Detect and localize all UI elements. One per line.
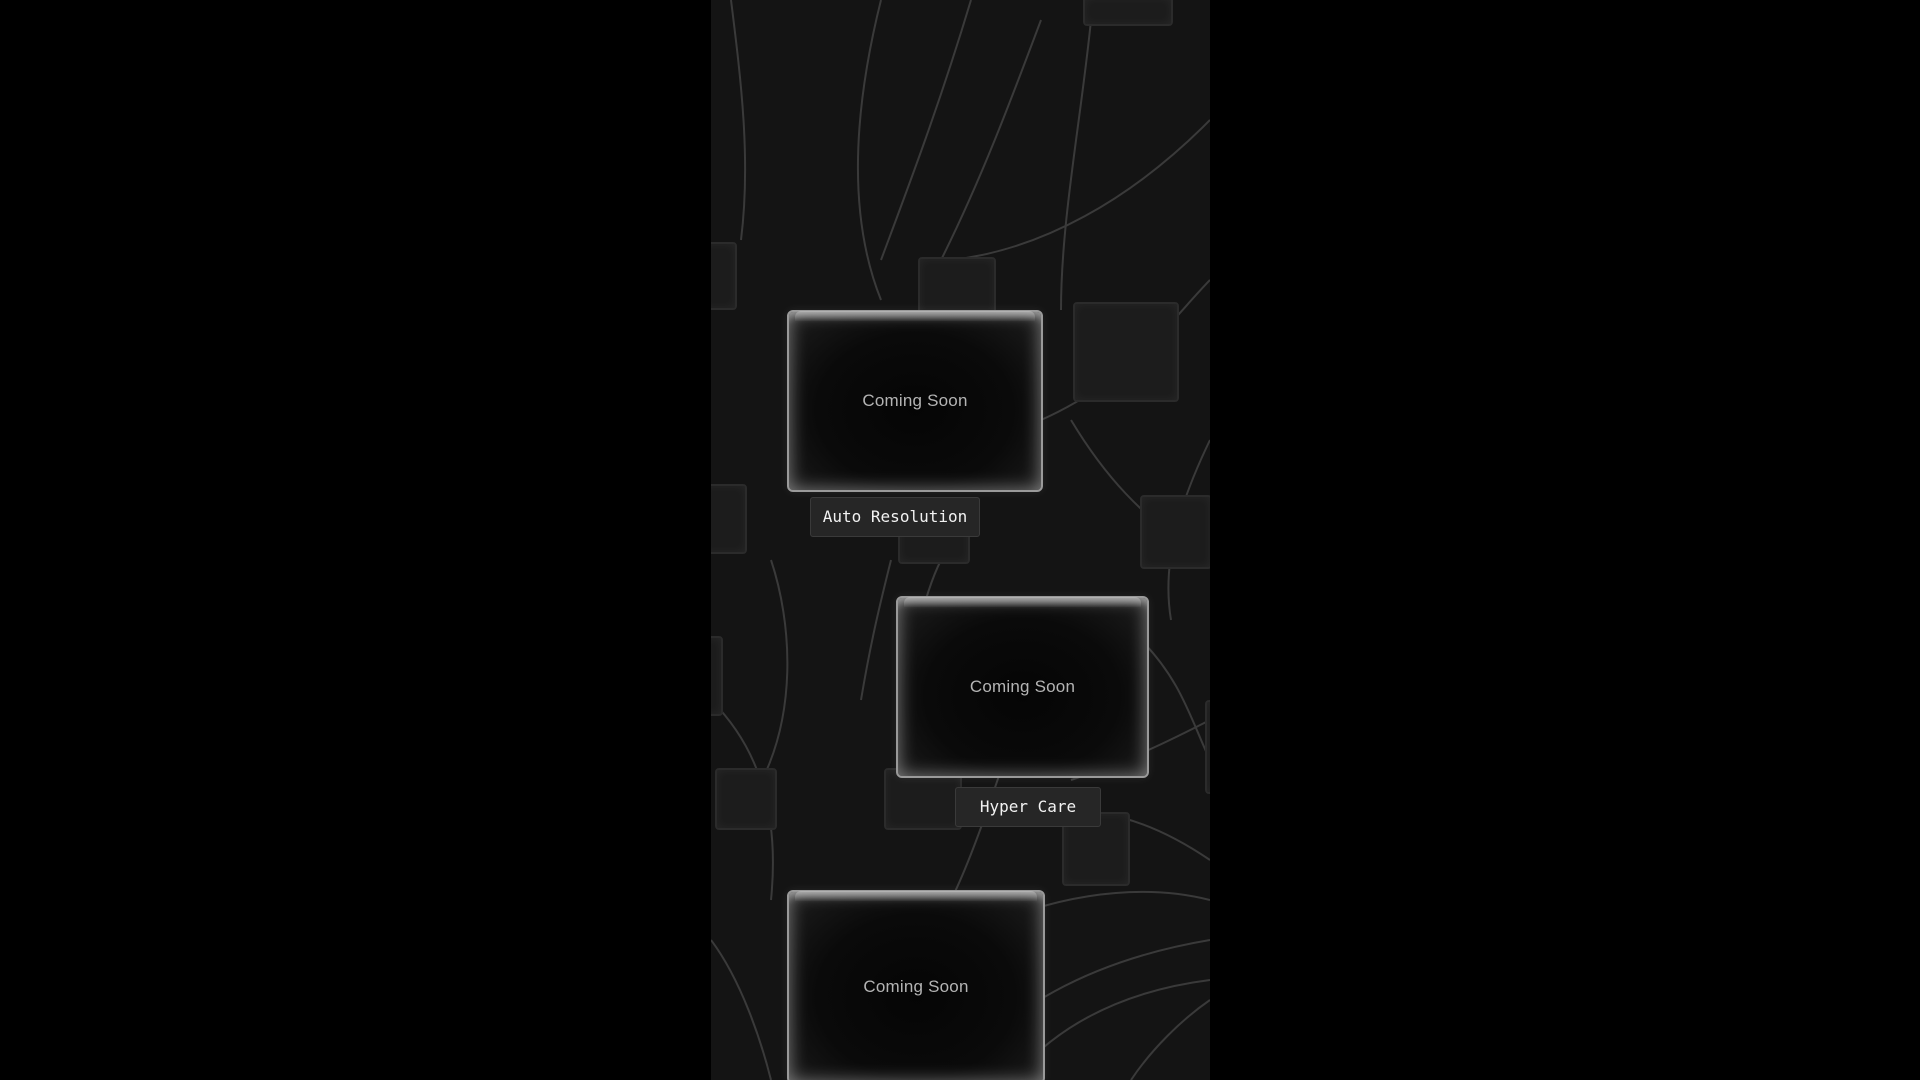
background-node — [1205, 700, 1210, 794]
feature-card-2[interactable]: Coming Soon — [896, 596, 1149, 778]
coming-soon-label: Coming Soon — [969, 677, 1076, 696]
background-node — [1140, 495, 1210, 569]
background-node — [1083, 0, 1173, 26]
mobile-viewport: Coming Soon Auto Resolution Coming Soon … — [711, 0, 1210, 1080]
coming-soon-label: Coming Soon — [863, 977, 969, 996]
coming-soon-label: Coming Soon — [862, 391, 968, 410]
background-node — [711, 636, 723, 716]
feature-card-1[interactable]: Coming Soon — [787, 310, 1043, 492]
background-node — [711, 242, 737, 310]
background-node — [711, 484, 747, 554]
background-node — [715, 768, 777, 830]
feature-card-3[interactable]: Coming Soon — [787, 890, 1045, 1080]
feature-tag-hyper-care: Hyper Care — [955, 787, 1101, 827]
feature-tag-auto-resolution: Auto Resolution — [810, 497, 980, 537]
background-node — [918, 257, 996, 319]
background-node — [1073, 302, 1179, 402]
